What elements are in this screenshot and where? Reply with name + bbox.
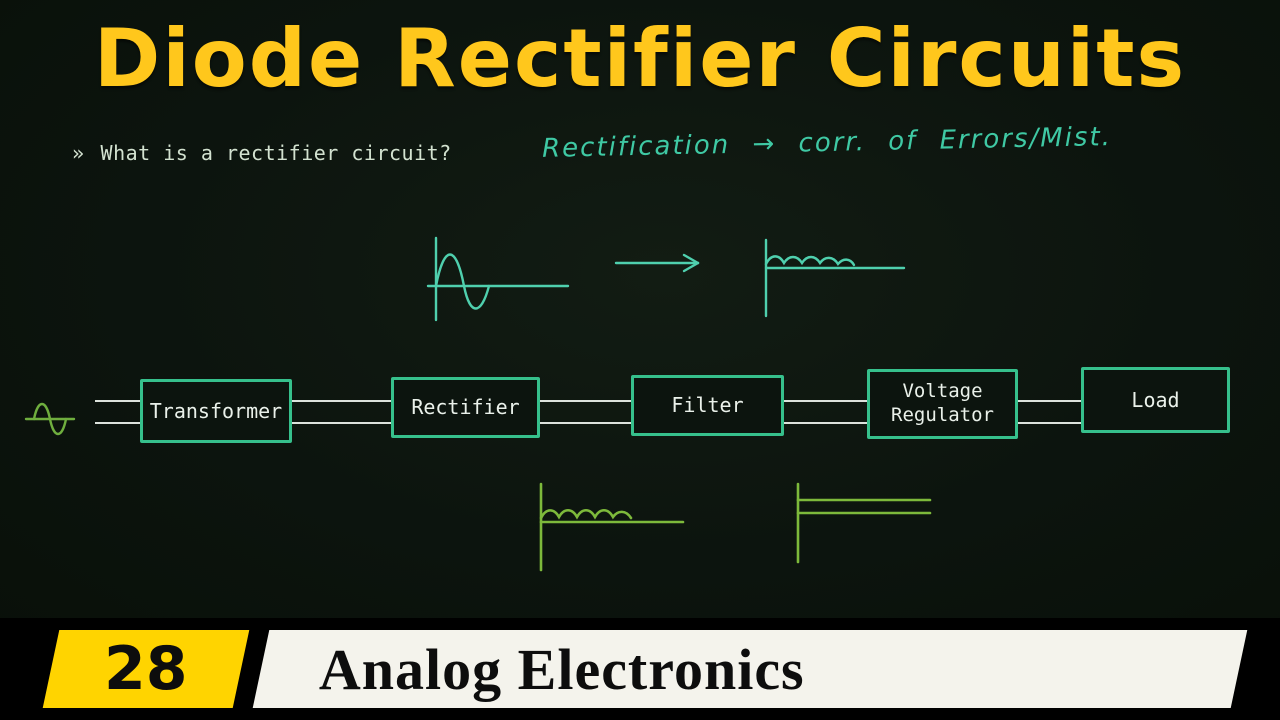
question-marker: » [72, 141, 85, 165]
ripple-dc-waveform [539, 482, 685, 572]
right-arrow-icon [614, 253, 700, 273]
block-voltage-regulator-label: Voltage Regulator [891, 380, 994, 426]
block-voltage-regulator: Voltage Regulator [867, 369, 1018, 439]
bus-line-top [95, 400, 1108, 402]
handwritten-note: Rectification → corr. of Errors/Mist. [541, 121, 1113, 164]
block-filter-label: Filter [671, 393, 744, 417]
regulated-dc-waveform [796, 482, 932, 564]
block-rectifier-label: Rectifier [411, 395, 520, 419]
block-transformer-label: Transformer [149, 398, 283, 423]
rectified-ripple-waveform [764, 238, 906, 318]
block-load: Load [1081, 367, 1230, 433]
block-load-label: Load [1131, 387, 1180, 412]
block-filter: Filter [631, 375, 784, 436]
question-line: » What is a rectifier circuit? [72, 141, 452, 165]
series-title-badge: Analog Electronics [252, 630, 1248, 708]
block-transformer: Transformer [140, 379, 292, 443]
question-text: What is a rectifier circuit? [100, 141, 452, 165]
episode-number-badge: 28 [42, 630, 250, 708]
page-title: Diode Rectifier Circuits [93, 12, 1187, 105]
episode-number: 28 [104, 634, 188, 704]
bus-line-bottom [95, 422, 1108, 424]
ac-sine-waveform [426, 236, 570, 322]
series-title: Analog Electronics [319, 636, 805, 702]
input-sine-icon [24, 402, 76, 436]
block-rectifier: Rectifier [391, 377, 540, 438]
